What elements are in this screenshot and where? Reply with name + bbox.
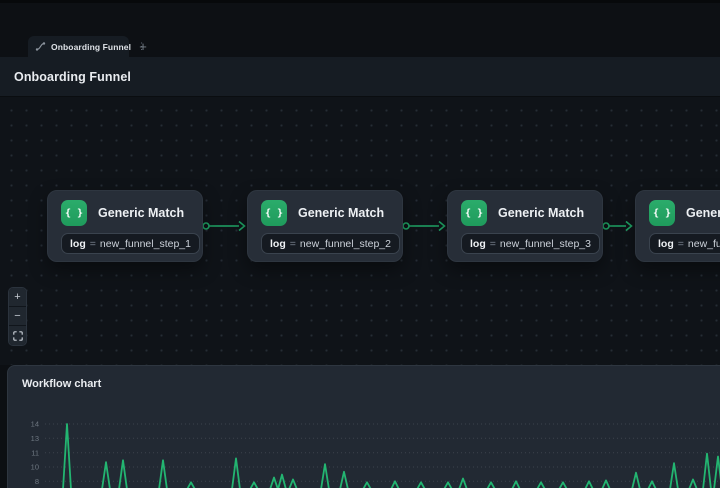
param-value: new_funnel_step_4 xyxy=(688,238,720,250)
zoom-out-button[interactable]: − xyxy=(9,307,26,326)
canvas-zoom-controls: + − xyxy=(8,287,27,346)
braces-icon: { } xyxy=(61,200,87,226)
braces-icon: { } xyxy=(261,200,287,226)
braces-icon: { } xyxy=(461,200,487,226)
node-param-pill[interactable]: log = new_funnel_step_1 xyxy=(61,233,200,254)
braces-icon: { } xyxy=(649,200,675,226)
node-param-pill[interactable]: log = new_funnel_step_2 xyxy=(261,233,400,254)
tab-label: Onboarding Funnel xyxy=(51,42,131,52)
param-key: log xyxy=(70,238,86,250)
node-param-pill[interactable]: log = new_funnel_step_4 xyxy=(649,233,720,254)
fit-view-button[interactable] xyxy=(9,326,26,345)
node-generic-match-1[interactable]: { } Generic Match log = new_funnel_step_… xyxy=(47,190,203,262)
tab-bar: Onboarding Funnel ⋮ + xyxy=(0,0,720,57)
new-tab-button[interactable]: + xyxy=(135,39,151,55)
node-title: Generic Match xyxy=(498,206,584,220)
page-header: Onboarding Funnel xyxy=(0,57,720,97)
svg-text:13: 13 xyxy=(31,434,39,443)
param-key: log xyxy=(270,238,286,250)
param-operator: = xyxy=(678,238,684,250)
node-generic-match-3[interactable]: { } Generic Match log = new_funnel_step_… xyxy=(447,190,603,262)
node-param-pill[interactable]: log = new_funnel_step_3 xyxy=(461,233,600,254)
param-value: new_funnel_step_1 xyxy=(100,238,191,250)
workflow-chart-panel: Workflow chart 141311108 xyxy=(7,365,720,488)
workflow-chart-svg: 14 13 11 10 8 xyxy=(8,366,720,488)
param-key: log xyxy=(470,238,486,250)
param-operator: = xyxy=(90,238,96,250)
workflow-icon xyxy=(35,41,46,52)
tab-onboarding-funnel[interactable]: Onboarding Funnel ⋮ xyxy=(28,36,129,57)
svg-text:11: 11 xyxy=(31,448,39,457)
fit-view-icon xyxy=(13,331,23,341)
param-value: new_funnel_step_2 xyxy=(300,238,391,250)
param-operator: = xyxy=(490,238,496,250)
node-title: Generic Match xyxy=(298,206,384,220)
param-key: log xyxy=(658,238,674,250)
node-generic-match-2[interactable]: { } Generic Match log = new_funnel_step_… xyxy=(247,190,403,262)
zoom-in-button[interactable]: + xyxy=(9,288,26,307)
svg-text:10: 10 xyxy=(31,463,39,472)
param-value: new_funnel_step_3 xyxy=(500,238,591,250)
svg-text:8: 8 xyxy=(35,477,39,486)
node-title: Generic Match xyxy=(686,206,720,220)
page-title: Onboarding Funnel xyxy=(14,70,131,84)
param-operator: = xyxy=(290,238,296,250)
svg-text:14: 14 xyxy=(31,420,39,429)
node-generic-match-4[interactable]: { } Generic Match log = new_funnel_step_… xyxy=(635,190,720,262)
node-title: Generic Match xyxy=(98,206,184,220)
flow-canvas[interactable]: { } Generic Match log = new_funnel_step_… xyxy=(0,97,720,365)
